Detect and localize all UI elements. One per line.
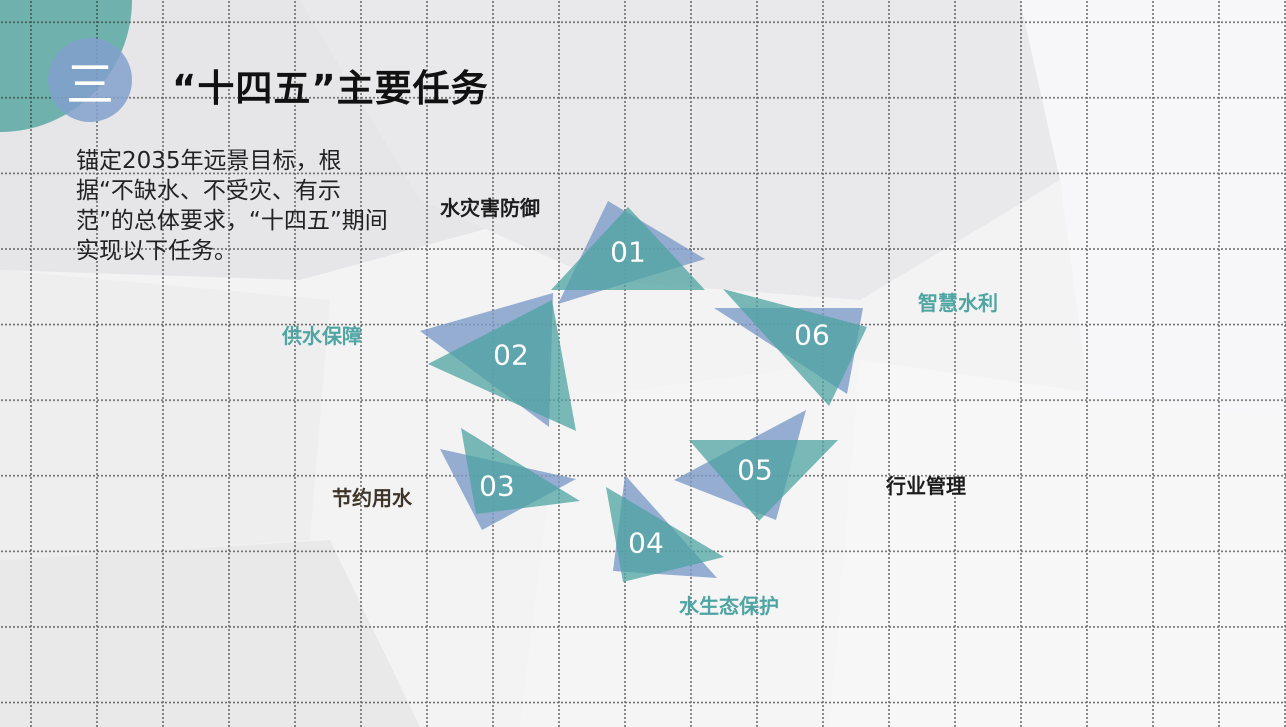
task-label-01: 水灾害防御 (440, 196, 540, 220)
task-label-06: 智慧水利 (918, 291, 998, 315)
task-number-04: 04 (628, 526, 664, 560)
task-number-06: 06 (794, 318, 830, 352)
task-label-03: 节约用水 (332, 486, 412, 510)
triangle-02[interactable] (420, 293, 576, 431)
triangle-03[interactable] (440, 428, 580, 530)
intro-text: 锚定2035年远景目标，根据“不缺水、不受灾、有示范”的总体要求，“十四五”期间… (76, 148, 388, 264)
task-number-02: 02 (493, 338, 529, 372)
triangle-04[interactable] (606, 475, 724, 582)
section-number-badge: 三 (48, 38, 132, 122)
triangle-06[interactable] (714, 289, 867, 406)
task-number-03: 03 (479, 469, 515, 503)
task-label-02: 供水保障 (282, 324, 362, 348)
task-number-05: 05 (737, 453, 773, 487)
triangle-05[interactable] (674, 410, 838, 521)
triangle-01[interactable] (551, 201, 705, 304)
page-title: “十四五”主要任务 (172, 67, 489, 110)
task-label-05: 行业管理 (886, 474, 966, 498)
task-label-04: 水生态保护 (679, 594, 779, 618)
task-number-01: 01 (610, 235, 646, 269)
